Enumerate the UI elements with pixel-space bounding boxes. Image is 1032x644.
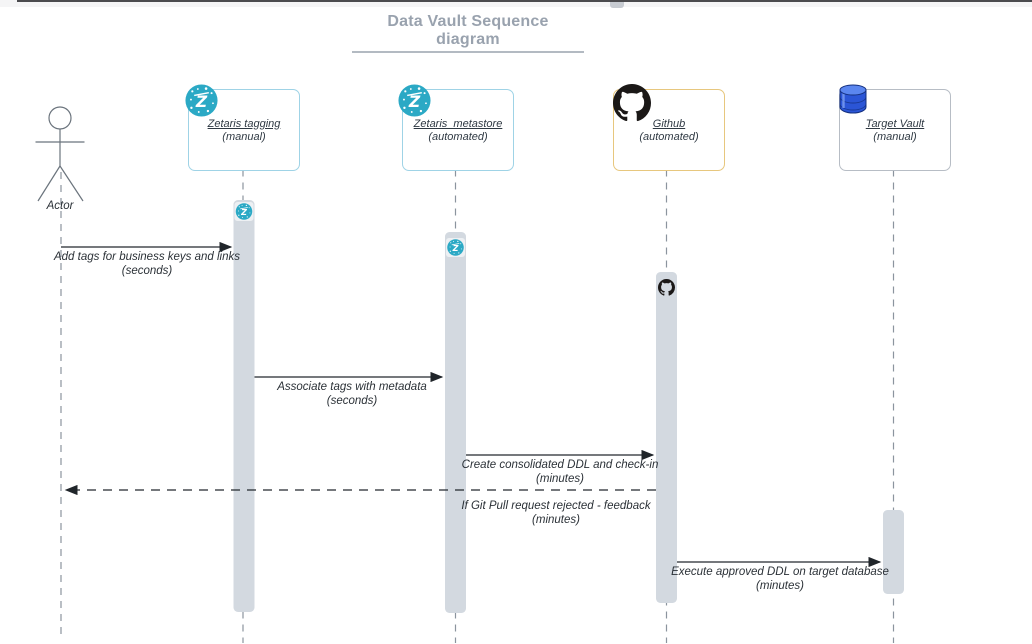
message-duration: (seconds) xyxy=(121,264,173,277)
zetaris-logo-icon xyxy=(235,203,253,220)
message-duration: (seconds) xyxy=(326,394,378,407)
participant-mode: (manual) xyxy=(873,130,917,143)
message-label-associate-tags[interactable]: Associate tags with metadata (seconds) xyxy=(260,381,444,409)
zetaris-logo-icon xyxy=(185,84,218,117)
github-logo-icon xyxy=(613,84,651,122)
activation-bar-github[interactable] xyxy=(656,272,677,603)
actor-label[interactable]: Actor xyxy=(46,200,74,212)
zetaris-logo-icon xyxy=(447,239,464,256)
activation-bar-zetaris-metastore[interactable] xyxy=(445,232,466,613)
message-label-feedback[interactable]: If Git Pull request rejected - feedback … xyxy=(456,500,656,528)
actor-figure[interactable] xyxy=(35,106,85,202)
database-icon xyxy=(838,84,868,114)
message-duration: (minutes) xyxy=(536,472,584,485)
window-top-border xyxy=(17,0,1032,2)
participant-name: Zetaris tagging xyxy=(207,117,281,130)
activation-bar-target-vault[interactable] xyxy=(883,510,904,594)
message-duration: (minutes) xyxy=(756,579,804,592)
participant-zetaris-tagging[interactable]: Zetaris tagging (manual) xyxy=(185,84,300,171)
message-duration: (minutes) xyxy=(532,513,580,526)
message-text: If Git Pull request rejected - feedback xyxy=(461,500,651,512)
participant-target-vault[interactable]: Target Vault (manual) xyxy=(838,84,951,171)
message-label-add-tags[interactable]: Add tags for business keys and links (se… xyxy=(52,251,242,279)
message-label-create-ddl[interactable]: Create consolidated DDL and check-in (mi… xyxy=(460,459,660,487)
participant-mode: (automated) xyxy=(639,130,699,143)
window-top-strip xyxy=(0,0,1032,7)
diagram-title[interactable]: Data Vault Sequence diagram xyxy=(352,13,584,53)
message-label-execute-ddl[interactable]: Execute approved DDL on target database … xyxy=(668,566,892,594)
activation-bar-zetaris-tagging[interactable] xyxy=(233,200,255,612)
participant-name: Github xyxy=(652,117,686,130)
participant-name: Zetaris_metastore xyxy=(413,117,503,130)
panel-handle xyxy=(610,2,624,8)
participant-zetaris-metastore[interactable]: Zetaris_metastore (automated) xyxy=(398,84,514,171)
participant-mode: (automated) xyxy=(428,130,488,143)
participant-name: Target Vault xyxy=(865,117,925,130)
message-text: Add tags for business keys and links xyxy=(53,251,241,263)
zetaris-logo-icon xyxy=(398,84,431,117)
message-text: Execute approved DDL on target database xyxy=(671,566,889,578)
participant-github[interactable]: Github (automated) xyxy=(613,84,725,171)
message-text: Associate tags with metadata xyxy=(277,381,427,393)
message-text: Create consolidated DDL and check-in xyxy=(461,459,659,471)
participant-mode: (manual) xyxy=(222,130,266,143)
